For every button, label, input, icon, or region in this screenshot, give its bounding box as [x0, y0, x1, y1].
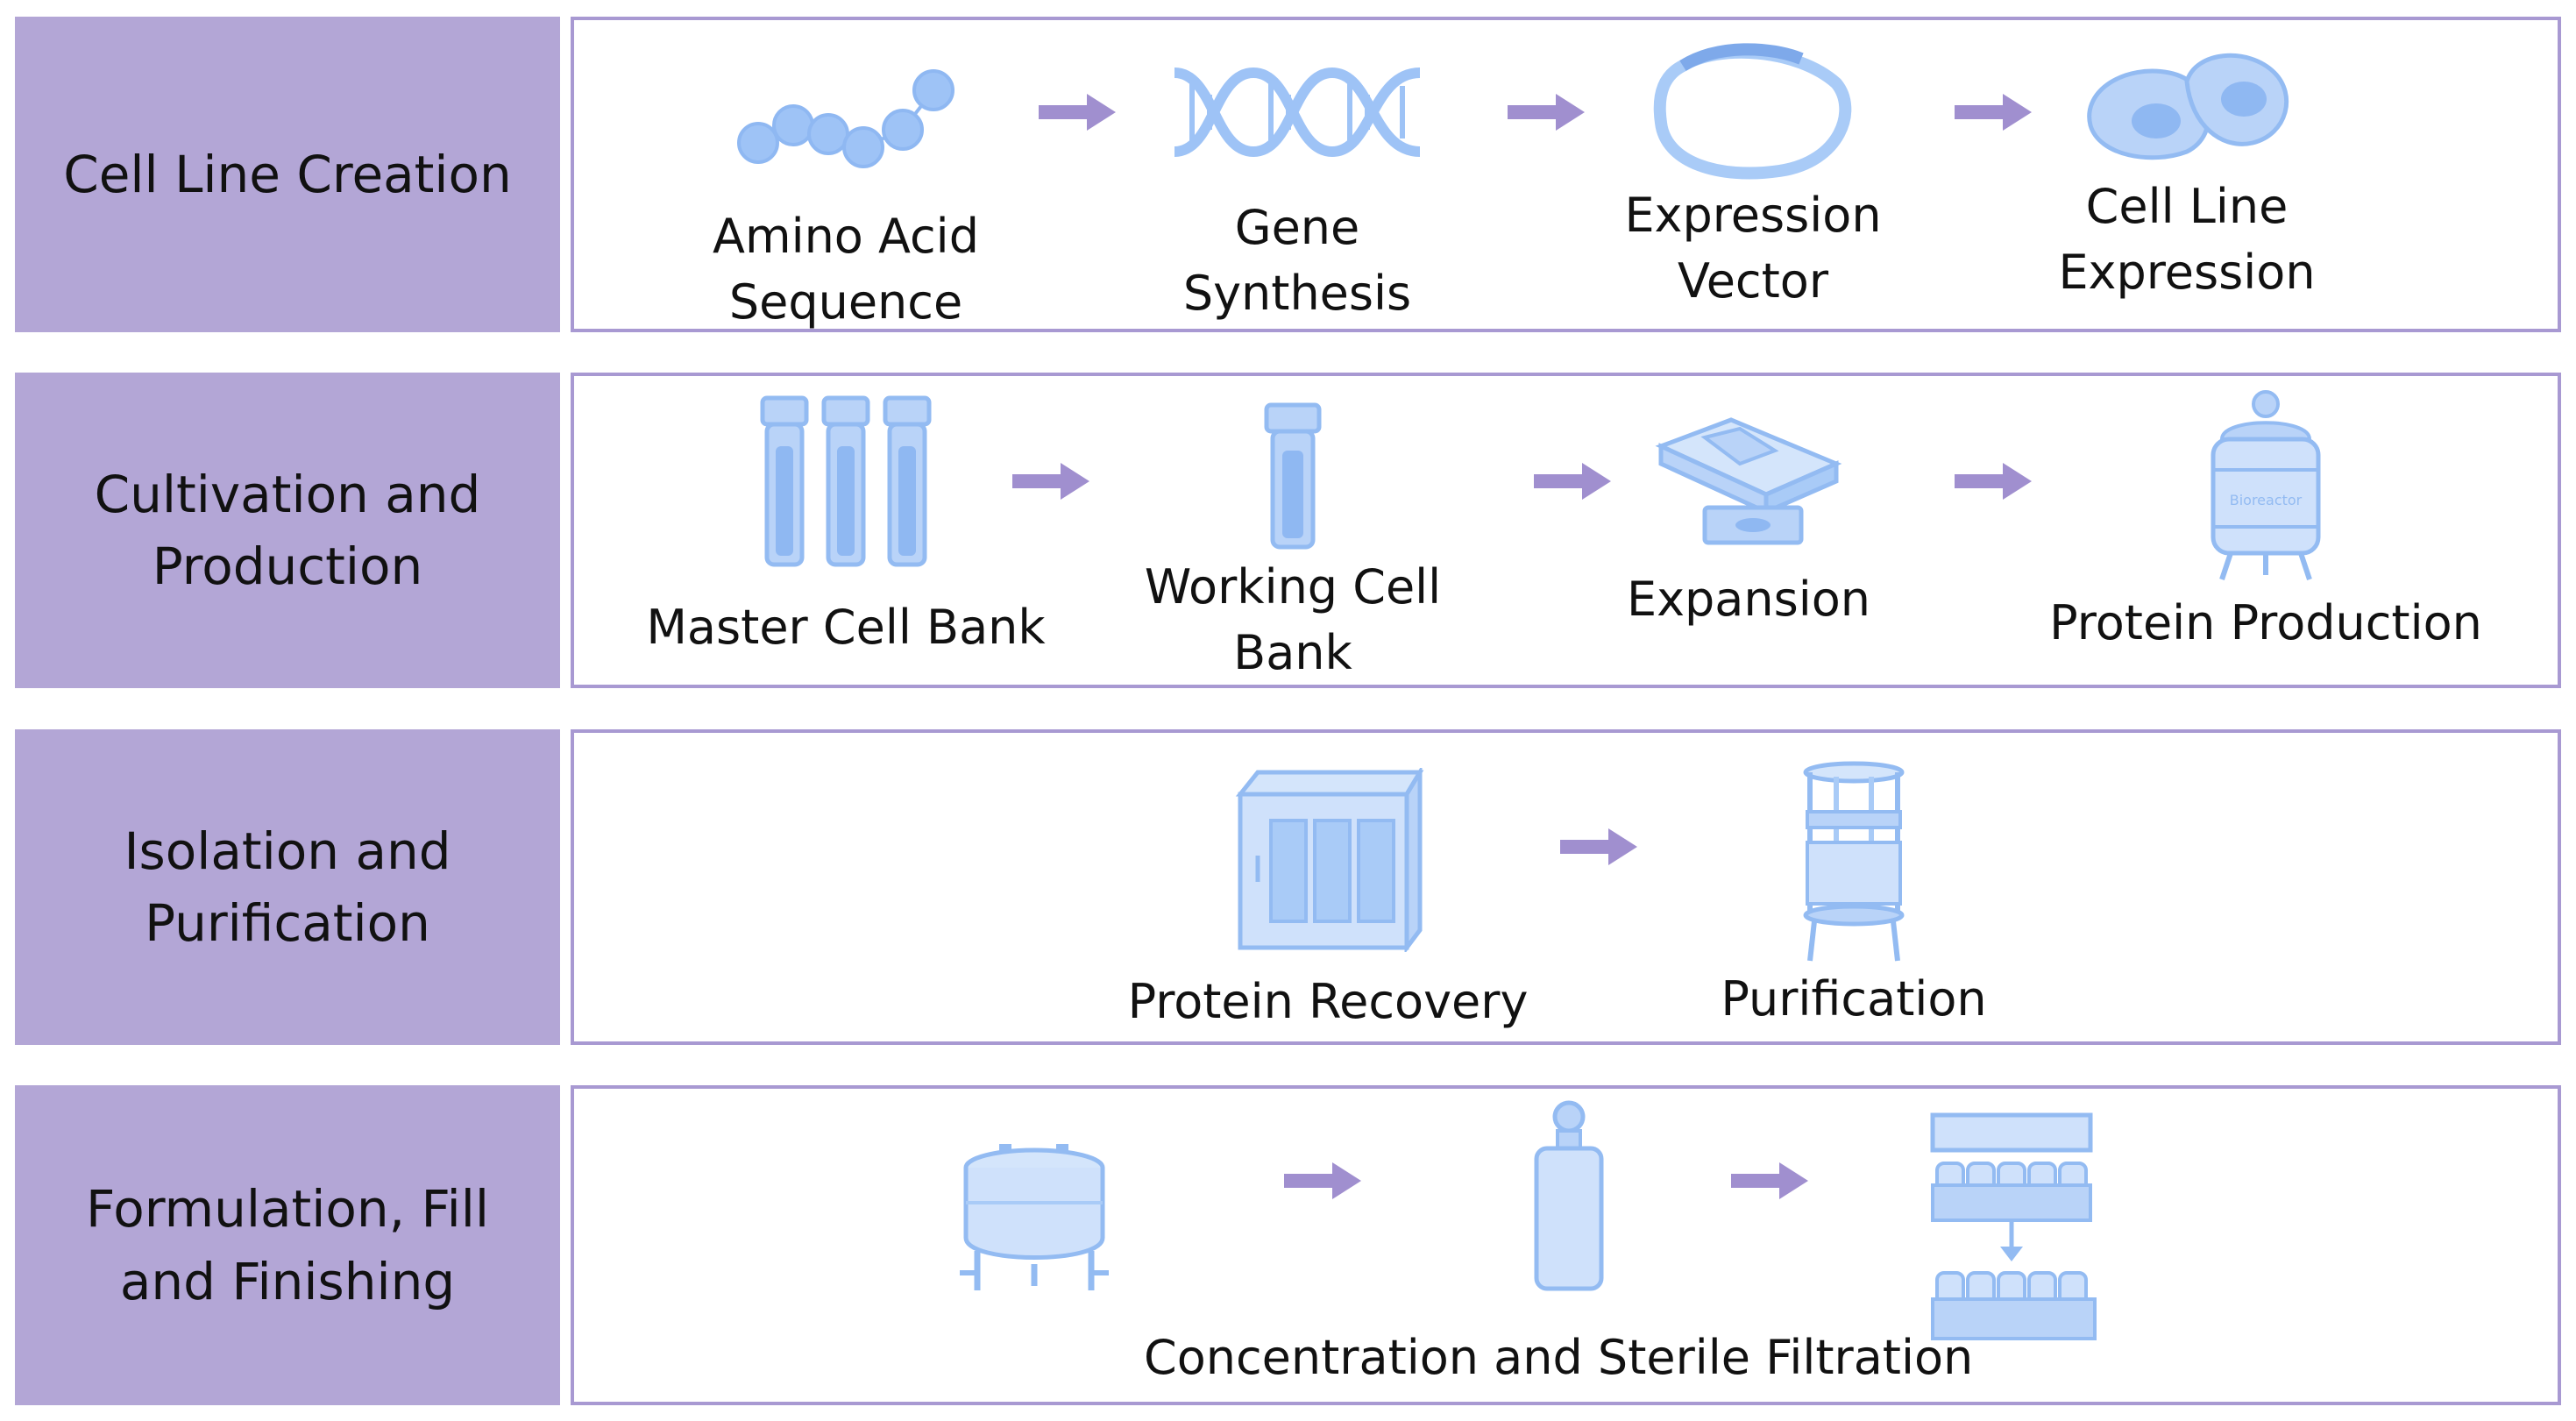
mixing-tank-icon — [960, 1144, 1109, 1290]
step-label: Amino Acid Sequence — [713, 209, 979, 330]
bioreactor-icon: Bioreactor — [2211, 390, 2321, 580]
step-label: Expression Vector — [1624, 188, 1882, 309]
step-master-cell-bank: Master Cell Bank — [618, 394, 1074, 661]
step-expression-vector: Expression Vector — [1608, 39, 1898, 314]
row-formulation-fill-and-finishing: Formulation, Fill and Finishing — [15, 1085, 2561, 1405]
row-title: Isolation and Purification — [15, 729, 560, 1045]
shaker-flask-icon — [1655, 417, 1842, 545]
single-vial-icon — [1264, 402, 1322, 550]
step-protein-recovery: Protein Recovery — [1109, 768, 1547, 1035]
step-mixing-tank — [955, 1141, 1113, 1295]
row-cultivation-and-production: Cultivation and Production Master Cell B… — [15, 373, 2561, 688]
step-working-cell-bank: Working Cell Bank — [1118, 402, 1468, 686]
row-title: Cultivation and Production — [15, 373, 560, 688]
arrow-icon — [1534, 463, 1611, 500]
step-label: Gene Synthesis — [1182, 200, 1412, 321]
arrow-icon — [1039, 94, 1116, 131]
recovery-unit-icon — [1235, 768, 1424, 952]
row-title: Cell Line Creation — [15, 17, 560, 332]
bioreactor-text: Bioreactor — [2230, 492, 2303, 508]
row-content: Amino Acid Sequence Gene Synthesis — [571, 17, 2561, 332]
cells-icon — [2087, 53, 2289, 160]
step-label-concentration-sterile-filtration: Concentration and Sterile Filtration — [1144, 1330, 1974, 1385]
arrow-icon — [1012, 463, 1089, 500]
plasmid-ring-icon — [1653, 43, 1852, 180]
step-label: Purification — [1721, 971, 1987, 1027]
arrow-icon — [1731, 1162, 1808, 1199]
step-filter-cartridge — [1529, 1098, 1608, 1295]
step-label: Protein Production — [2049, 595, 2482, 650]
filter-cartridge-icon — [1534, 1100, 1604, 1291]
test-tubes-icon — [760, 395, 932, 567]
step-label: Protein Recovery — [1127, 974, 1529, 1029]
step-gene-synthesis: Gene Synthesis — [1153, 55, 1442, 326]
arrow-icon — [1955, 94, 2032, 131]
row-content: Master Cell Bank Working Cell Bank Expa — [571, 373, 2561, 688]
dna-helix-icon — [1174, 67, 1421, 158]
row-content: Concentration and Sterile Filtration — [571, 1085, 2561, 1405]
arrow-icon — [1284, 1162, 1361, 1199]
step-protein-production: Bioreactor Protein Production — [2038, 387, 2494, 657]
vial-filling-icon — [1930, 1112, 2097, 1340]
chromatography-column-icon — [1803, 761, 1905, 962]
row-title: Formulation, Fill and Finishing — [15, 1085, 560, 1405]
step-label: Master Cell Bank — [646, 600, 1046, 655]
row-isolation-and-purification: Isolation and Purification Protein Recov… — [15, 729, 2561, 1045]
step-purification: Purification — [1714, 759, 1994, 1033]
row-cell-line-creation: Cell Line Creation Amino Acid Sequence — [15, 17, 2561, 332]
amino-acid-chain-icon — [737, 69, 954, 168]
arrow-icon — [1955, 463, 2032, 500]
step-vial-filling — [1928, 1111, 2104, 1347]
arrow-icon — [1560, 828, 1637, 865]
step-expansion: Expansion — [1626, 411, 1871, 633]
row-content: Protein Recovery Purification — [571, 729, 2561, 1045]
step-label: Cell Line Expression — [2058, 179, 2316, 300]
step-amino-acid-sequence: Amino Acid Sequence — [697, 55, 995, 335]
step-cell-line-expression: Cell Line Expression — [2042, 46, 2331, 305]
step-label: Working Cell Bank — [1144, 559, 1442, 680]
step-label: Expansion — [1626, 572, 1871, 627]
arrow-icon — [1508, 94, 1585, 131]
